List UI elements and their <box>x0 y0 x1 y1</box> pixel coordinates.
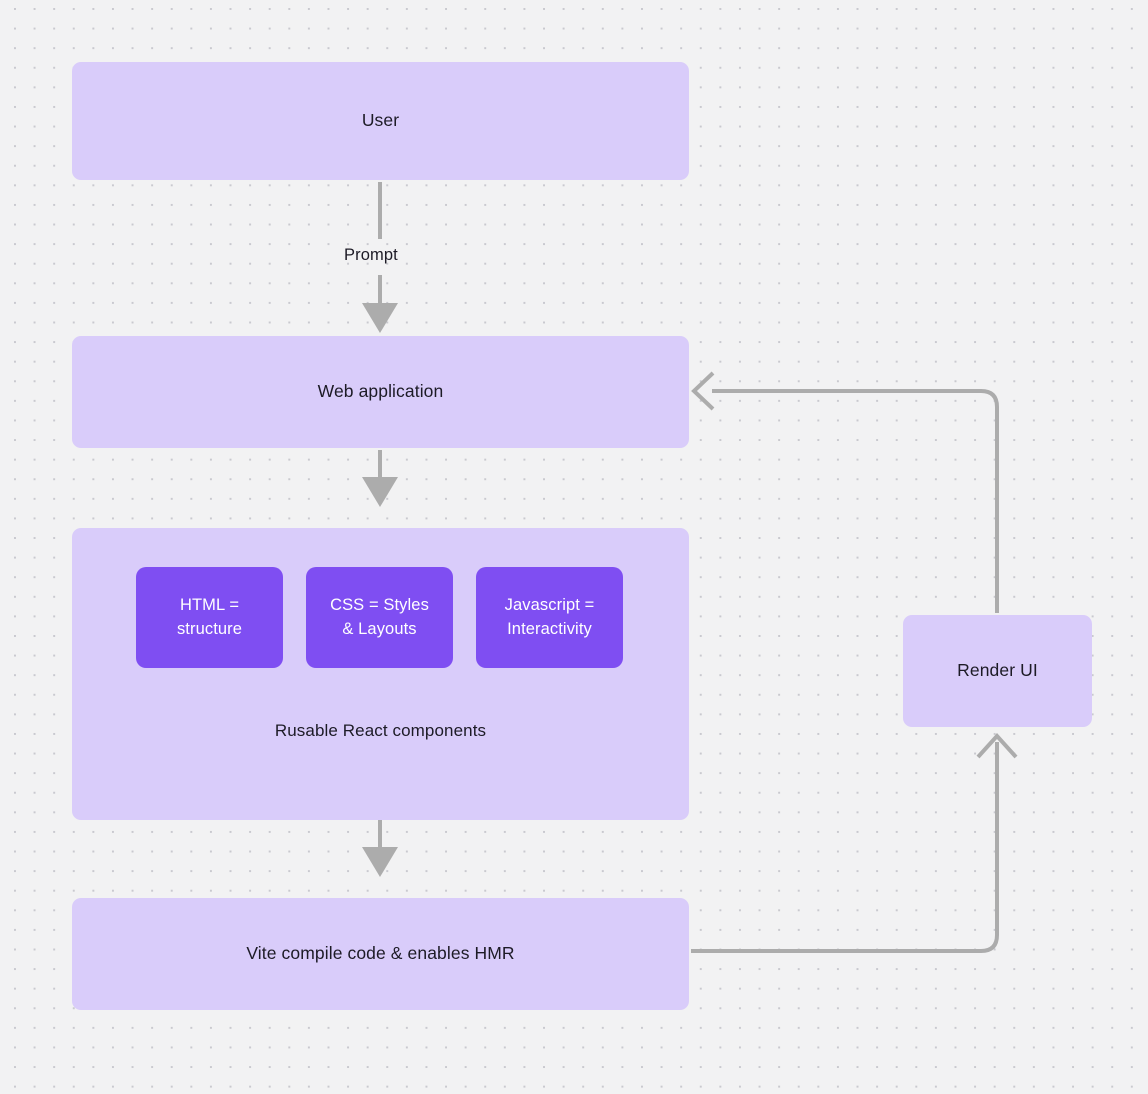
components-group-caption: Rusable React components <box>274 721 487 740</box>
chip-css[interactable]: CSS = Styles & Layouts <box>306 567 453 668</box>
chip-css-line2: & Layouts <box>342 619 417 638</box>
chip-html[interactable]: HTML = structure <box>136 567 283 668</box>
node-vite-label: Vite compile code & enables HMR <box>246 943 515 964</box>
edge-vite-to-render <box>691 742 999 953</box>
arrowhead-vite-to-render <box>976 733 1018 759</box>
chip-html-line2: structure <box>176 619 243 638</box>
chip-css-line1: CSS = Styles <box>330 596 429 615</box>
node-user-label: User <box>361 110 400 131</box>
chip-javascript-line2: Interactivity <box>507 619 592 638</box>
node-components-group[interactable]: HTML = structure CSS = Styles & Layouts … <box>72 528 689 820</box>
node-web-application-label: Web application <box>317 381 444 402</box>
chip-javascript-line1: Javascript = <box>504 596 595 615</box>
arrowhead-components-to-vite <box>362 847 398 877</box>
node-user[interactable]: User <box>72 62 689 180</box>
node-render-ui-label: Render UI <box>957 660 1038 681</box>
edge-render-to-web <box>712 389 999 613</box>
chip-javascript[interactable]: Javascript = Interactivity <box>476 567 623 668</box>
arrowhead-user-to-web <box>362 303 398 333</box>
chip-html-line1: HTML = <box>179 596 240 615</box>
node-vite[interactable]: Vite compile code & enables HMR <box>72 898 689 1010</box>
node-web-application[interactable]: Web application <box>72 336 689 448</box>
node-render-ui[interactable]: Render UI <box>903 615 1092 727</box>
arrowhead-render-to-web <box>691 371 715 411</box>
edge-label-prompt: Prompt <box>344 246 398 264</box>
arrowhead-web-to-components <box>362 477 398 507</box>
